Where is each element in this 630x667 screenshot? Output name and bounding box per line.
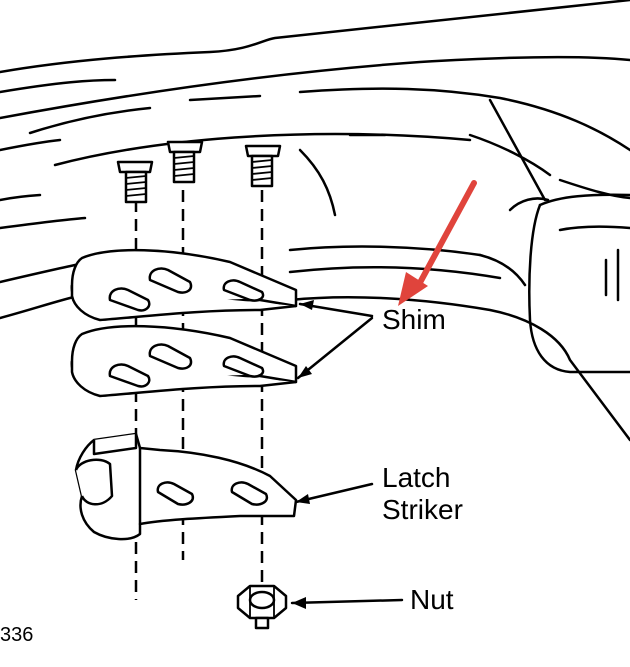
label-striker: Striker xyxy=(382,494,463,525)
callout-lines xyxy=(290,300,404,609)
screw-icon xyxy=(166,140,204,184)
red-arrow-icon xyxy=(398,180,477,306)
label-latch: Latch xyxy=(382,462,451,493)
latch-striker xyxy=(74,432,298,541)
nut-icon xyxy=(236,584,288,630)
screw-icon xyxy=(116,160,154,204)
shim-upper xyxy=(70,248,298,322)
label-shim: Shim xyxy=(382,304,446,335)
screw-icon xyxy=(244,144,282,188)
figure-number: 336 xyxy=(0,624,34,646)
shim-lower xyxy=(70,324,298,398)
label-nut: Nut xyxy=(410,584,454,615)
